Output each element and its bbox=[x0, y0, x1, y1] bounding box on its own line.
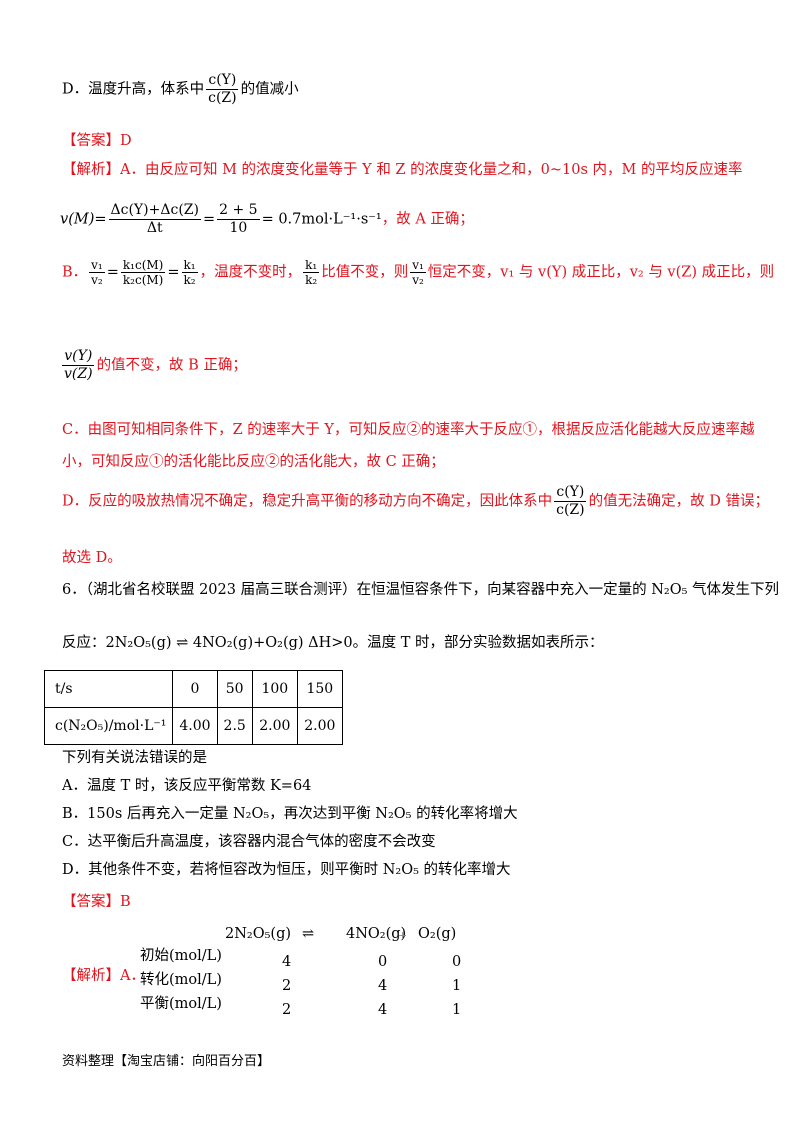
q6-option-d: D．其他条件不变，若将恒容改为恒压，则平衡时 N₂O₅ 的转化率增大 bbox=[62, 862, 511, 878]
fraction: k₁c(M)k₂c(M) bbox=[120, 258, 166, 287]
ice-row-label: 转化(mol/L) bbox=[140, 972, 222, 988]
q5-answer: 【答案】D bbox=[62, 133, 132, 149]
q5-analysis-b-cont: v(Y)v(Z)的值不变，故 B 正确； bbox=[62, 348, 247, 382]
table-row: t/s 0 50 100 150 bbox=[43, 670, 343, 708]
q5-analysis-c-line2: 小，可知反应①的活化能比反应②的活化能大，故 C 正确； bbox=[62, 454, 445, 470]
table-header-cell: 0 bbox=[172, 670, 218, 708]
q6-option-b: B．150s 后再充入一定量 N₂O₅，再次达到平衡 N₂O₅ 的转化率将增大 bbox=[62, 806, 518, 822]
ice-header-o2: O₂(g) bbox=[418, 926, 457, 942]
ice-cell: 2 bbox=[282, 1002, 292, 1018]
ice-header-no2: 4NO₂(g) bbox=[346, 926, 407, 942]
fraction: v(Y)v(Z) bbox=[62, 348, 95, 382]
q6-analysis-label: 【解析】A． bbox=[62, 968, 145, 984]
q6-stem-line1: 6．（湖北省名校联盟 2023 届高三联合测评）在恒温恒容条件下，向某容器中充入… bbox=[62, 582, 780, 598]
fraction: c(Y)c(Z) bbox=[554, 484, 587, 518]
table-header-cell: 150 bbox=[296, 670, 343, 708]
ice-cell: 4 bbox=[378, 1002, 388, 1018]
footer: 资料整理【淘宝店铺：向阳百分百】 bbox=[62, 1054, 271, 1069]
table-cell: 2.00 bbox=[251, 707, 298, 745]
ice-header-arrow: ⇌ bbox=[302, 926, 315, 942]
data-table: t/s 0 50 100 150 c(N₂O₅)/mol·L⁻¹ 4.00 2.… bbox=[43, 670, 343, 745]
q6-option-c: C．达平衡后升高温度，该容器内混合气体的密度不会改变 bbox=[62, 834, 436, 850]
table-header-cell: 50 bbox=[216, 670, 253, 708]
q6-question: 下列有关说法错误的是 bbox=[62, 750, 207, 766]
ice-row-label: 平衡(mol/L) bbox=[140, 996, 222, 1012]
ice-cell: 1 bbox=[452, 978, 462, 994]
q6-option-a: A．温度 T 时，该反应平衡常数 K=64 bbox=[62, 778, 312, 794]
table-cell: 2.5 bbox=[216, 707, 253, 745]
ice-row-label: 初始(mol/L) bbox=[140, 948, 222, 964]
q5-analysis-a: 【解析】A．由反应可知 M 的浓度变化量等于 Y 和 Z 的浓度变化量之和，0~… bbox=[62, 162, 743, 178]
ice-cell: 4 bbox=[282, 954, 292, 970]
fraction: Δc(Y)+Δc(Z)Δt bbox=[108, 202, 201, 236]
table-row: c(N₂O₅)/mol·L⁻¹ 4.00 2.5 2.00 2.00 bbox=[43, 707, 343, 745]
q6-stem-line2: 反应：2N₂O₅(g) ⇌ 4NO₂(g)+O₂(g) ΔH>0。温度 T 时，… bbox=[62, 635, 604, 651]
ice-header-plus: + bbox=[398, 929, 408, 942]
q6-answer: 【答案】B bbox=[62, 894, 131, 910]
table-cell: 2.00 bbox=[296, 707, 343, 745]
table-header-cell: 100 bbox=[251, 670, 298, 708]
fraction: c(Y)c(Z) bbox=[206, 72, 239, 106]
q5-analysis-c-line1: C．由图可知相同条件下，Z 的速率大于 Y，可知反应②的速率大于反应①，根据反应… bbox=[62, 422, 755, 438]
ice-cell: 1 bbox=[452, 1002, 462, 1018]
ice-cell: 0 bbox=[378, 954, 388, 970]
table-cell: c(N₂O₅)/mol·L⁻¹ bbox=[43, 707, 174, 745]
ice-header-n2o5: 2N₂O₅(g) bbox=[225, 926, 292, 942]
ice-cell: 0 bbox=[452, 954, 462, 970]
q5-final: 故选 D。 bbox=[62, 550, 122, 566]
ice-cell: 4 bbox=[378, 978, 388, 994]
table-cell: 4.00 bbox=[172, 707, 218, 745]
table-header-cell: t/s bbox=[43, 670, 174, 708]
ice-cell: 2 bbox=[282, 978, 292, 994]
